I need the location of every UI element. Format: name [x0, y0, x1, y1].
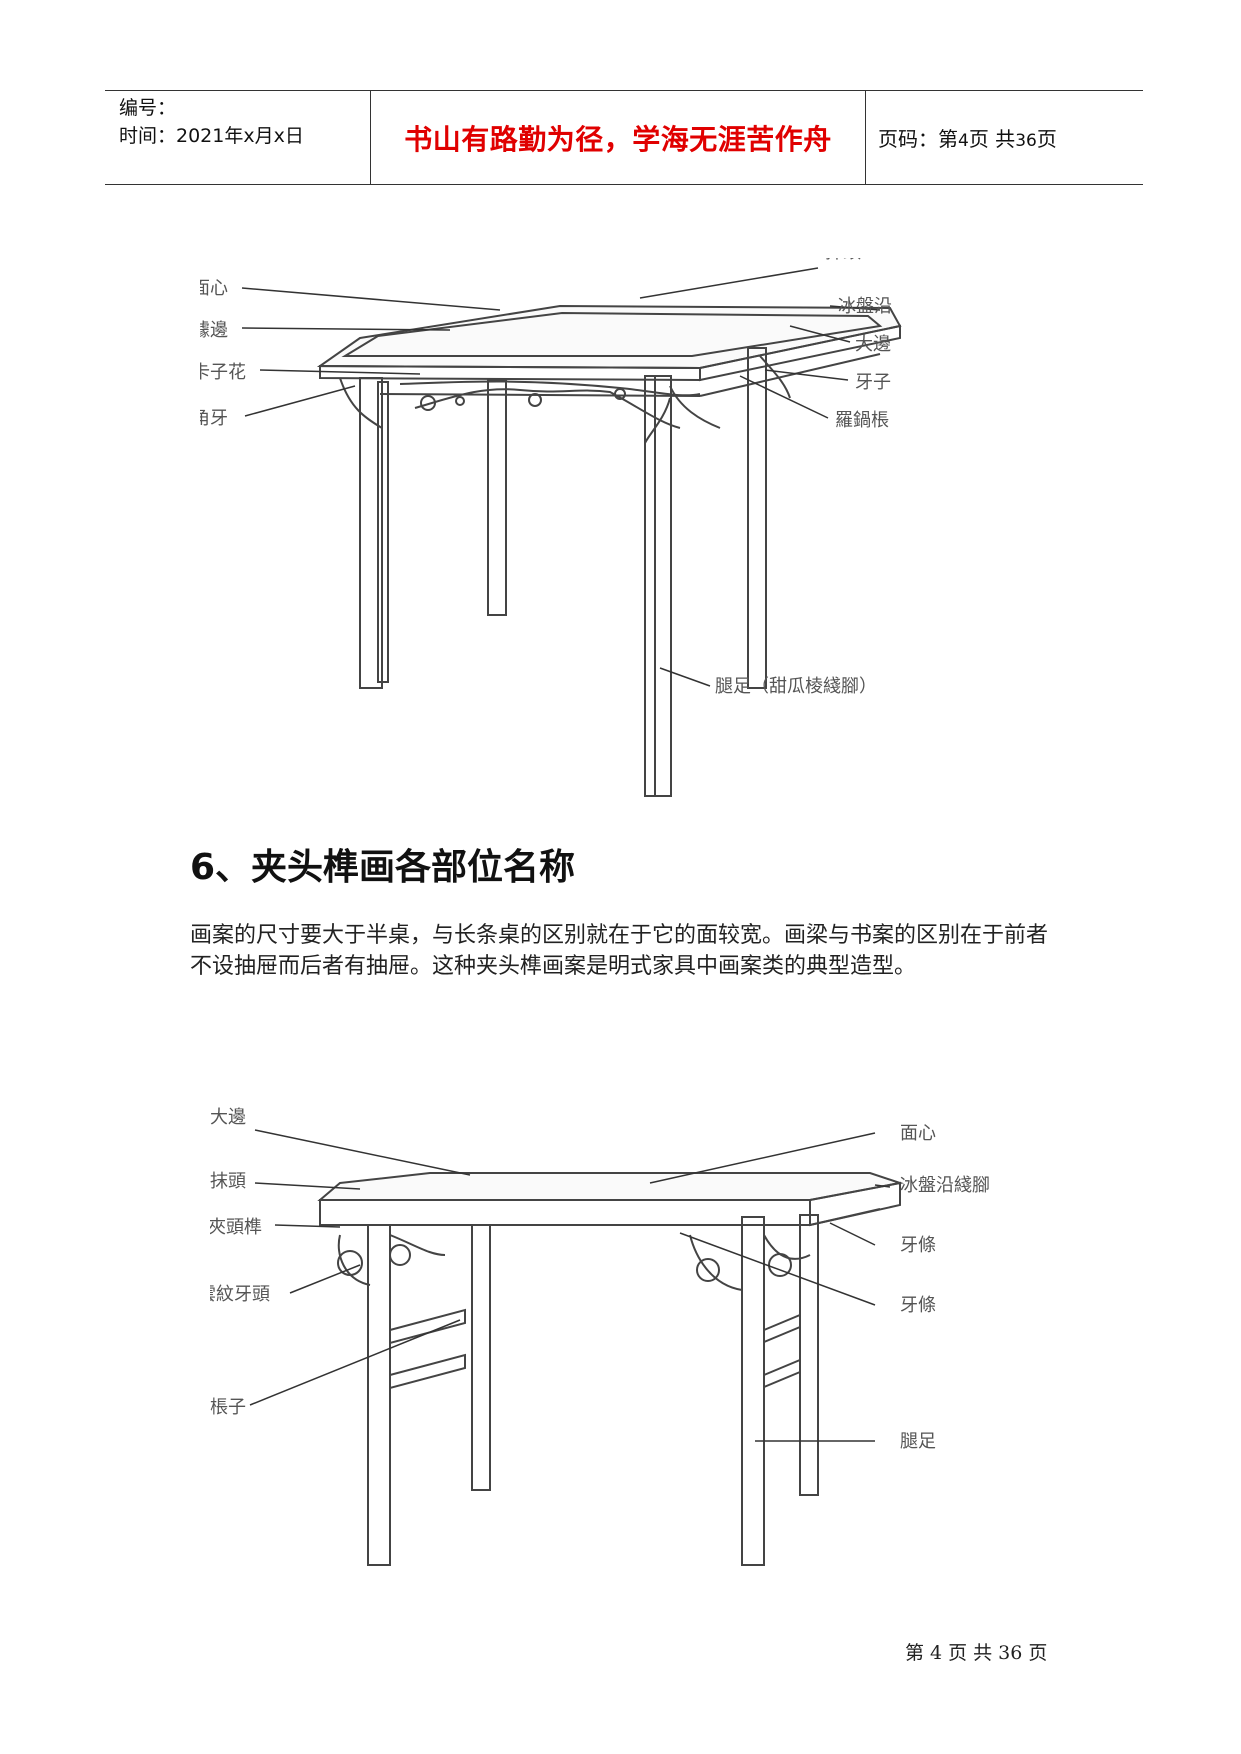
- label-dabian: 大邊: [855, 334, 891, 355]
- footer-page-total: 36: [998, 1642, 1023, 1664]
- label2-mianxin: 面心: [900, 1123, 936, 1144]
- page-mid-label: 页 共: [968, 127, 1016, 151]
- header-motto-cell: 书山有路勤为径，学海无涯苦作舟: [371, 91, 866, 184]
- doc-number-label: 编号：: [119, 97, 177, 119]
- label2-chengzi: 棖子: [210, 1397, 246, 1418]
- label-jiaoya: 角牙: [200, 408, 228, 429]
- page-label: 页码：第: [878, 127, 958, 151]
- figure1-leader-lines: [241, 267, 881, 687]
- figure-painting-table: 大邊 抹頭 夾頭榫 雲紋牙頭 棖子 面心 冰盤沿綫腳 牙條 牙條 腿足: [210, 1105, 1030, 1595]
- doc-time-label: 时间：2021年x月x日: [119, 125, 304, 147]
- label-kazihua: 卡子花: [200, 362, 246, 383]
- header-motto: 书山有路勤为径，学海无涯苦作舟: [404, 122, 832, 156]
- page-total: 36: [1015, 131, 1037, 151]
- label-tuiwei: 腿足（甜瓜棱綫腳）: [715, 676, 877, 697]
- figure-square-table: 面心 璩邊 卡子花 角牙 抹頭 冰盤沿 大邊 牙子 羅鍋棖 腿足（甜瓜棱綫腳）: [200, 258, 1020, 798]
- label2-mobian: 抹頭: [210, 1171, 246, 1192]
- footer-ye-2: 页: [1028, 1642, 1048, 1664]
- label-mobian: 抹頭: [825, 258, 861, 263]
- label-yazi: 牙子: [855, 372, 891, 393]
- label2-yatiao-1: 牙條: [900, 1235, 936, 1256]
- label2-yunwenyatou: 雲紋牙頭: [210, 1284, 270, 1305]
- header-page-info: 页码：第4页 共36页: [878, 123, 1057, 152]
- label2-dabian: 大邊: [210, 1107, 246, 1128]
- label2-tuizu: 腿足: [900, 1431, 936, 1452]
- label2-yatiao-2: 牙條: [900, 1295, 936, 1316]
- header-page-cell: 页码：第4页 共36页: [866, 91, 1143, 184]
- header-meta-cell: 编号： 时间：2021年x月x日: [105, 91, 371, 184]
- painting-table-drawing: 大邊 抹頭 夾頭榫 雲紋牙頭 棖子 面心 冰盤沿綫腳 牙條 牙條 腿足: [210, 1107, 990, 1566]
- label-bingpanyan: 冰盤沿: [838, 296, 892, 317]
- label-shuyan: 璩邊: [200, 320, 228, 341]
- footer-di: 第: [905, 1642, 925, 1664]
- label-luoguocheng: 羅鍋棖: [835, 410, 889, 431]
- label2-jiatousun: 夾頭榫: [210, 1217, 262, 1238]
- table-line-art: [316, 304, 902, 797]
- label-mianxin: 面心: [200, 278, 228, 299]
- footer-gong: 共: [973, 1642, 993, 1664]
- section-paragraph: 画案的尺寸要大于半桌，与长条桌的区别就在于它的面较宽。画梁与书案的区别在于前者不…: [190, 923, 1049, 979]
- square-table-drawing: 面心 璩邊 卡子花 角牙 抹頭 冰盤沿 大邊 牙子 羅鍋棖 腿足（甜瓜棱綫腳）: [200, 258, 902, 797]
- footer-page-number: 4: [930, 1642, 943, 1664]
- page-number: 4: [958, 131, 969, 151]
- table2-line-art: [317, 1172, 904, 1566]
- figure2-leader-lines: [249, 1129, 891, 1442]
- section-title: 6、夹头榫画各部位名称: [190, 847, 576, 888]
- document-header: 编号： 时间：2021年x月x日 书山有路勤为径，学海无涯苦作舟 页码：第4页 …: [105, 90, 1143, 185]
- page-suffix: 页: [1036, 127, 1057, 151]
- label2-bingpanyanxianjiao: 冰盤沿綫腳: [900, 1175, 990, 1196]
- footer-ye: 页: [948, 1642, 968, 1664]
